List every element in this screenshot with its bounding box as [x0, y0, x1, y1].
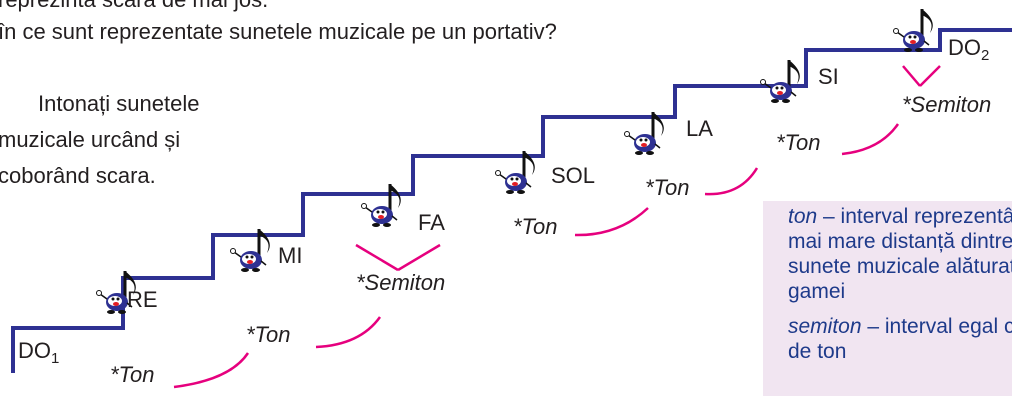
term-ton: ton — [788, 205, 818, 228]
definition-ton-line-2: mai mare distanță dintre două — [788, 230, 1012, 253]
arc-si-do2-left — [902, 65, 921, 87]
definition-semiton-line-2: de ton — [788, 340, 847, 363]
note-do2: DO2 — [948, 35, 989, 64]
definition-ton-line-3: sunete muzicale alăturate ale — [788, 255, 1012, 278]
definition-semiton: semiton – interval egal cu jumătate — [788, 314, 1012, 339]
interval-re-mi: *Ton — [246, 322, 291, 347]
interval-si-do2: *Semiton — [902, 92, 992, 117]
singing-music-note-icon — [759, 58, 802, 105]
interval-sol-la: *Ton — [645, 175, 690, 200]
instruction-line-3: coborând scara. — [0, 163, 156, 188]
arc-do1-re — [173, 352, 250, 389]
definitions-box: ton – interval reprezentând cea mai mare… — [763, 201, 1012, 396]
arc-si-do2-right — [919, 65, 941, 87]
arc-sol-la — [704, 167, 759, 196]
note-do1-name: DO — [18, 338, 51, 363]
instruction-line-2: muzicale urcând și — [0, 127, 181, 152]
interval-fa-sol: *Ton — [513, 214, 558, 239]
interval-do1-re: *Ton — [110, 362, 155, 387]
note-la: LA — [686, 116, 713, 141]
note-re: RE — [127, 287, 158, 312]
instruction-line-1: Intonați sunetele — [38, 91, 200, 116]
intro-line-1: reprezintă scara de mai jos. — [0, 0, 268, 13]
staircase-line — [11, 28, 1012, 373]
definition-ton: ton – interval reprezentând cea — [788, 204, 1012, 229]
interval-mi-fa: *Semiton — [356, 270, 446, 295]
note-si: SI — [818, 64, 839, 89]
arc-mi-fa-left — [355, 243, 399, 272]
singing-music-note-icon — [360, 182, 403, 229]
arc-la-si — [841, 123, 900, 156]
interval-la-si: *Ton — [776, 130, 821, 155]
definition-semiton-text: – interval egal cu jumătate — [867, 315, 1012, 338]
note-sol: SOL — [551, 163, 596, 188]
arc-re-mi — [315, 316, 382, 349]
note-do1: DO1 — [18, 338, 59, 367]
instruction-text: Intonați sunetele muzicale urcând și cob… — [0, 86, 199, 194]
note-fa: FA — [418, 210, 445, 235]
arc-fa-sol — [574, 207, 649, 237]
definition-ton-text: – interval reprezentând cea — [823, 205, 1012, 228]
arc-mi-fa-right — [397, 243, 441, 272]
note-do2-name: DO — [948, 35, 981, 60]
note-do1-sub: 1 — [51, 350, 60, 367]
note-do2-sub: 2 — [981, 47, 990, 64]
interval-arcs — [173, 65, 941, 389]
singing-music-note-icon — [892, 7, 935, 54]
term-semiton: semiton — [788, 315, 862, 338]
intro-line-2: în ce sunt reprezentate sunetele muzical… — [0, 19, 557, 44]
definition-ton-line-4: gamei — [788, 280, 846, 303]
note-mi: MI — [278, 243, 303, 268]
